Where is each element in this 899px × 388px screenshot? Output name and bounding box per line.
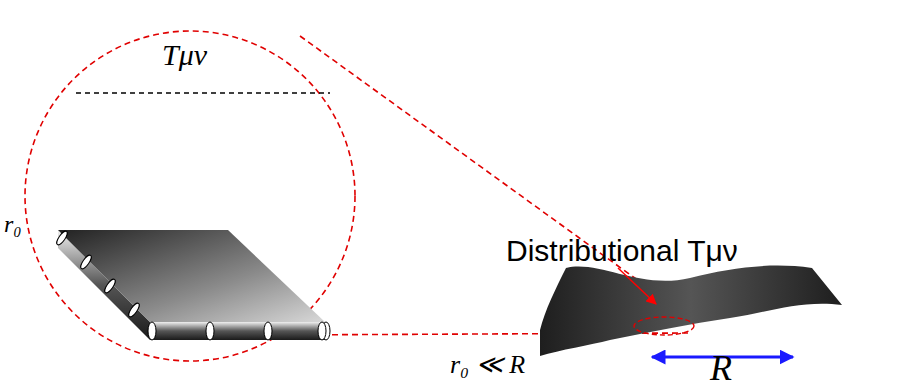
tube-section: [55, 230, 69, 247]
tube-section: [264, 322, 272, 340]
microscopic-slab: [55, 230, 330, 340]
zoom-circle: [25, 31, 355, 361]
pointer-arrow: [618, 268, 656, 304]
tube-section: [103, 278, 117, 295]
distributional-label: Distributional Tμν: [506, 236, 738, 266]
tube-section: [206, 322, 214, 340]
tube-section: [318, 322, 326, 340]
tube-section: [148, 322, 156, 340]
radius-label: r₀: [4, 212, 22, 236]
length-label: R: [710, 350, 732, 386]
zoom-line: [300, 36, 690, 318]
scale-relation: r₀ ≪ R: [450, 352, 525, 378]
smooth-source-line: [76, 92, 330, 93]
tube-section: [127, 302, 141, 319]
thin-sheet: [540, 266, 842, 356]
tube-section: [79, 254, 93, 271]
stress-energy-label: Tμν: [162, 40, 207, 70]
zoom-region: [634, 317, 694, 335]
